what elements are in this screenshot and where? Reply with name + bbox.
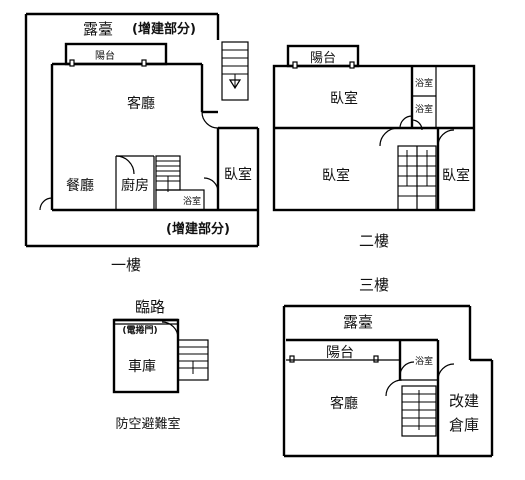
- floor2-bedroom-top-label: 臥室: [330, 90, 358, 107]
- basement-plan: [112, 318, 209, 394]
- floor1-balcony-label: 陽台: [95, 49, 115, 62]
- floor3-storage-line2: 倉庫: [449, 416, 479, 434]
- floor1-addition-bottom-label: (增建部分): [166, 221, 230, 237]
- floor3-living-room-label: 客廳: [330, 395, 358, 412]
- floor2-bedroom-bottom-label: 臥室: [322, 167, 350, 184]
- floor2-title: 二樓: [359, 232, 389, 250]
- floor2-balcony-label: 陽台: [310, 51, 336, 66]
- floor3-bathroom-label: 浴室: [415, 355, 433, 367]
- basement-road-label: 臨路: [135, 298, 165, 316]
- floor2-bathroom-b-label: 浴室: [415, 103, 433, 115]
- floor1-dining-room-label: 餐廳: [66, 177, 94, 194]
- basement-caption: 防空避難室: [115, 416, 180, 432]
- floor1-bathroom-label: 浴室: [183, 195, 201, 207]
- floor1-living-room-label: 客廳: [127, 95, 155, 112]
- floor2-bathroom-a-label: 浴室: [415, 77, 433, 89]
- basement-garage-label: 車庫: [128, 358, 156, 375]
- floor3-plan: [282, 304, 494, 458]
- floor1-plan: [24, 12, 260, 248]
- floor2-bedroom-right-label: 臥室: [442, 167, 470, 184]
- floor3-storage-line1: 改建: [449, 392, 479, 410]
- floor1-kitchen-label: 廚房: [121, 177, 149, 194]
- floor3-terrace-label: 露臺: [343, 313, 373, 331]
- floor1-terrace-label: 露臺: [83, 20, 113, 38]
- floor1-title: 一樓: [111, 256, 141, 274]
- floor3-balcony-label: 陽台: [326, 345, 354, 361]
- floor1-interior-stairs: [156, 160, 180, 192]
- floor2-stairs: [398, 150, 436, 197]
- floor1-addition-top-label: (增建部分): [132, 21, 196, 37]
- basement-stairs: [178, 346, 208, 374]
- floor1-exterior-stairs: [222, 49, 248, 88]
- basement-shutter-label: (電捲門): [122, 324, 157, 336]
- floor2-plan: [272, 44, 476, 212]
- floor3-title: 三樓: [359, 276, 389, 294]
- floor3-stairs: [402, 390, 436, 430]
- floor1-bedroom-label: 臥室: [224, 166, 252, 183]
